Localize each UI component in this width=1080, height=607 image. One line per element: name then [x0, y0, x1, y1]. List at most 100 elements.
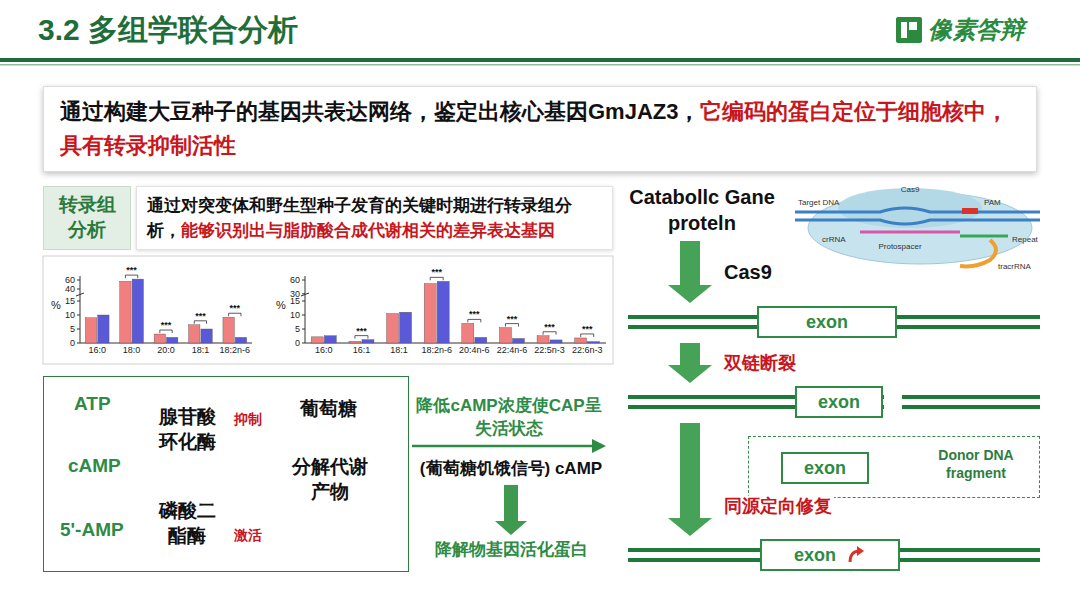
- significance-mark: ***: [195, 311, 206, 321]
- axis-tick: 16:0: [88, 345, 106, 355]
- axis-tick: 18:2n-6: [220, 345, 251, 355]
- edge-label: 激活: [232, 527, 264, 543]
- exon-box: exon: [781, 452, 869, 484]
- axis-tick: 60: [290, 275, 300, 285]
- metabolite: cAMP: [68, 455, 121, 477]
- significance-mark: ***: [126, 265, 137, 275]
- donor-box: Donor DNA fragment exon: [748, 436, 1040, 498]
- enzyme: 磷酸二酯酶: [156, 499, 218, 548]
- node-text: 通过构建大豆种子的基因共表达网络，鉴定出核心基因GmJAZ3，: [60, 99, 700, 124]
- header-bar: [0, 58, 1080, 62]
- node-text: 腺苷酸环化酶: [156, 405, 218, 454]
- illustration-label: Protospacer: [878, 242, 921, 251]
- slide-title: 3.2 多组学联合分析: [38, 10, 298, 51]
- significance-mark: ***: [161, 320, 172, 330]
- node-text: exon: [794, 545, 836, 566]
- illustration-label: tracrRNA: [998, 262, 1031, 271]
- significance-mark: ***: [230, 303, 241, 313]
- metabolite: 5'-AMP: [60, 519, 124, 541]
- arrow-connector: [680, 423, 700, 518]
- logo-icon: [896, 17, 922, 43]
- node-text: 葡萄糖: [300, 397, 357, 422]
- axis-tick: 18:1: [192, 345, 210, 355]
- dna-strands: [628, 317, 1040, 560]
- statement-box: 通过构建大豆种子的基因共表达网络，鉴定出核心基因GmJAZ3，它编码的蛋白定位于…: [43, 86, 1037, 172]
- axis-tick: 16:0: [315, 345, 333, 355]
- bar-charts: [76, 275, 606, 343]
- cAMP-arrow: [412, 439, 606, 453]
- node-text: exon: [818, 392, 860, 413]
- node-text: (葡萄糖饥饿信号) cAMP: [416, 458, 606, 481]
- significance-mark: ***: [356, 325, 367, 335]
- node-text: Catabollc Gane proteln: [622, 184, 782, 236]
- significance-mark: ***: [431, 267, 442, 277]
- axis-tick: 0: [295, 338, 300, 348]
- axis-tick: 0: [70, 338, 75, 348]
- node-text: 转录组分析: [57, 193, 117, 242]
- node-text: ATP: [74, 393, 111, 415]
- illustration-label: Cas9: [901, 185, 920, 194]
- axis-tick: 16:1: [353, 345, 371, 355]
- illustration-label: Target DNA: [798, 198, 839, 207]
- metabolite: ATP: [74, 393, 111, 415]
- axis-tick: 22:4n-6: [497, 345, 528, 355]
- exon-box: exon: [795, 386, 883, 418]
- logo-text: 像素答辩: [928, 16, 1024, 44]
- axis-tick: 5: [295, 324, 300, 334]
- axis-tick: 18:0: [123, 345, 141, 355]
- arrow-label: 降低cAMP浓度使CAP呈失活状态: [414, 395, 604, 441]
- node-text: 5'-AMP: [60, 519, 124, 541]
- edge-label: 双链断裂: [722, 353, 798, 374]
- protein-text: Catabollc Gane proteln: [622, 184, 782, 236]
- cas9-illustration: [795, 188, 1040, 266]
- signal-text: (葡萄糖饥饿信号) cAMP: [416, 458, 606, 481]
- significance-mark: ***: [469, 309, 480, 319]
- axis-tick: 18:2n-6: [421, 345, 452, 355]
- illustration-label: Repeat: [1012, 235, 1038, 244]
- significance-mark: ***: [507, 313, 518, 323]
- metabolite: 分解代谢产物: [290, 455, 370, 504]
- node-text: 降解物基因活化蛋白: [416, 538, 606, 561]
- arrow-connector: [680, 241, 700, 285]
- metabolite: 葡萄糖: [300, 397, 357, 422]
- edge-label: 同源定向修复: [722, 496, 834, 517]
- axis-tick: 5: [70, 324, 75, 334]
- illustration-label: crRNA: [822, 235, 846, 244]
- edge-label: Cas9: [722, 261, 774, 284]
- node-text: cAMP: [68, 455, 121, 477]
- exon-box: exon: [760, 539, 900, 571]
- illustration-label: PAM: [984, 198, 1001, 207]
- axis-tick: 10: [65, 310, 75, 320]
- axis-tick: 15: [65, 296, 75, 306]
- significance-mark: ***: [582, 324, 593, 334]
- axis-label: %: [51, 299, 61, 312]
- pathway-panel: ATP cAMP 5'-AMP 腺苷酸环化酶磷酸二酯酶 葡萄糖分解代谢产物: [43, 376, 409, 572]
- tag-box: 转录组分析: [43, 186, 131, 250]
- node-text: exon: [806, 312, 848, 333]
- arrow-connector: [680, 343, 700, 365]
- axis-tick: 60: [65, 275, 75, 285]
- axis-tick: 20:0: [157, 345, 175, 355]
- arrow-connector: [504, 485, 518, 521]
- exon-box: exon: [757, 306, 897, 338]
- node-text: Donor DNA fragment: [921, 446, 1031, 482]
- axis-tick: 18:1: [390, 345, 408, 355]
- axis-tick: 10: [290, 310, 300, 320]
- axis-tick: 22:6n-3: [572, 345, 603, 355]
- header-line: [0, 64, 1080, 66]
- significance-mark: ***: [544, 322, 555, 332]
- repair-icon: [846, 545, 866, 565]
- node-text: 磷酸二酯酶: [156, 499, 218, 548]
- axis-tick: 40: [65, 284, 75, 294]
- chart-panel: [43, 256, 613, 364]
- protein-text: 降解物基因活化蛋白: [416, 538, 606, 561]
- node-text: exon: [804, 458, 846, 479]
- axis-tick: 22:5n-3: [534, 345, 565, 355]
- node-text: 能够识别出与脂肪酸合成代谢相关的差异表达基因: [181, 221, 555, 240]
- axis-label: %: [276, 299, 286, 312]
- description-box: 通过对突变体和野生型种子发育的关键时期进行转录组分析，能够识别出与脂肪酸合成代谢…: [136, 186, 613, 250]
- axis-tick: 15: [290, 296, 300, 306]
- axis-tick: 20:4n-6: [459, 345, 490, 355]
